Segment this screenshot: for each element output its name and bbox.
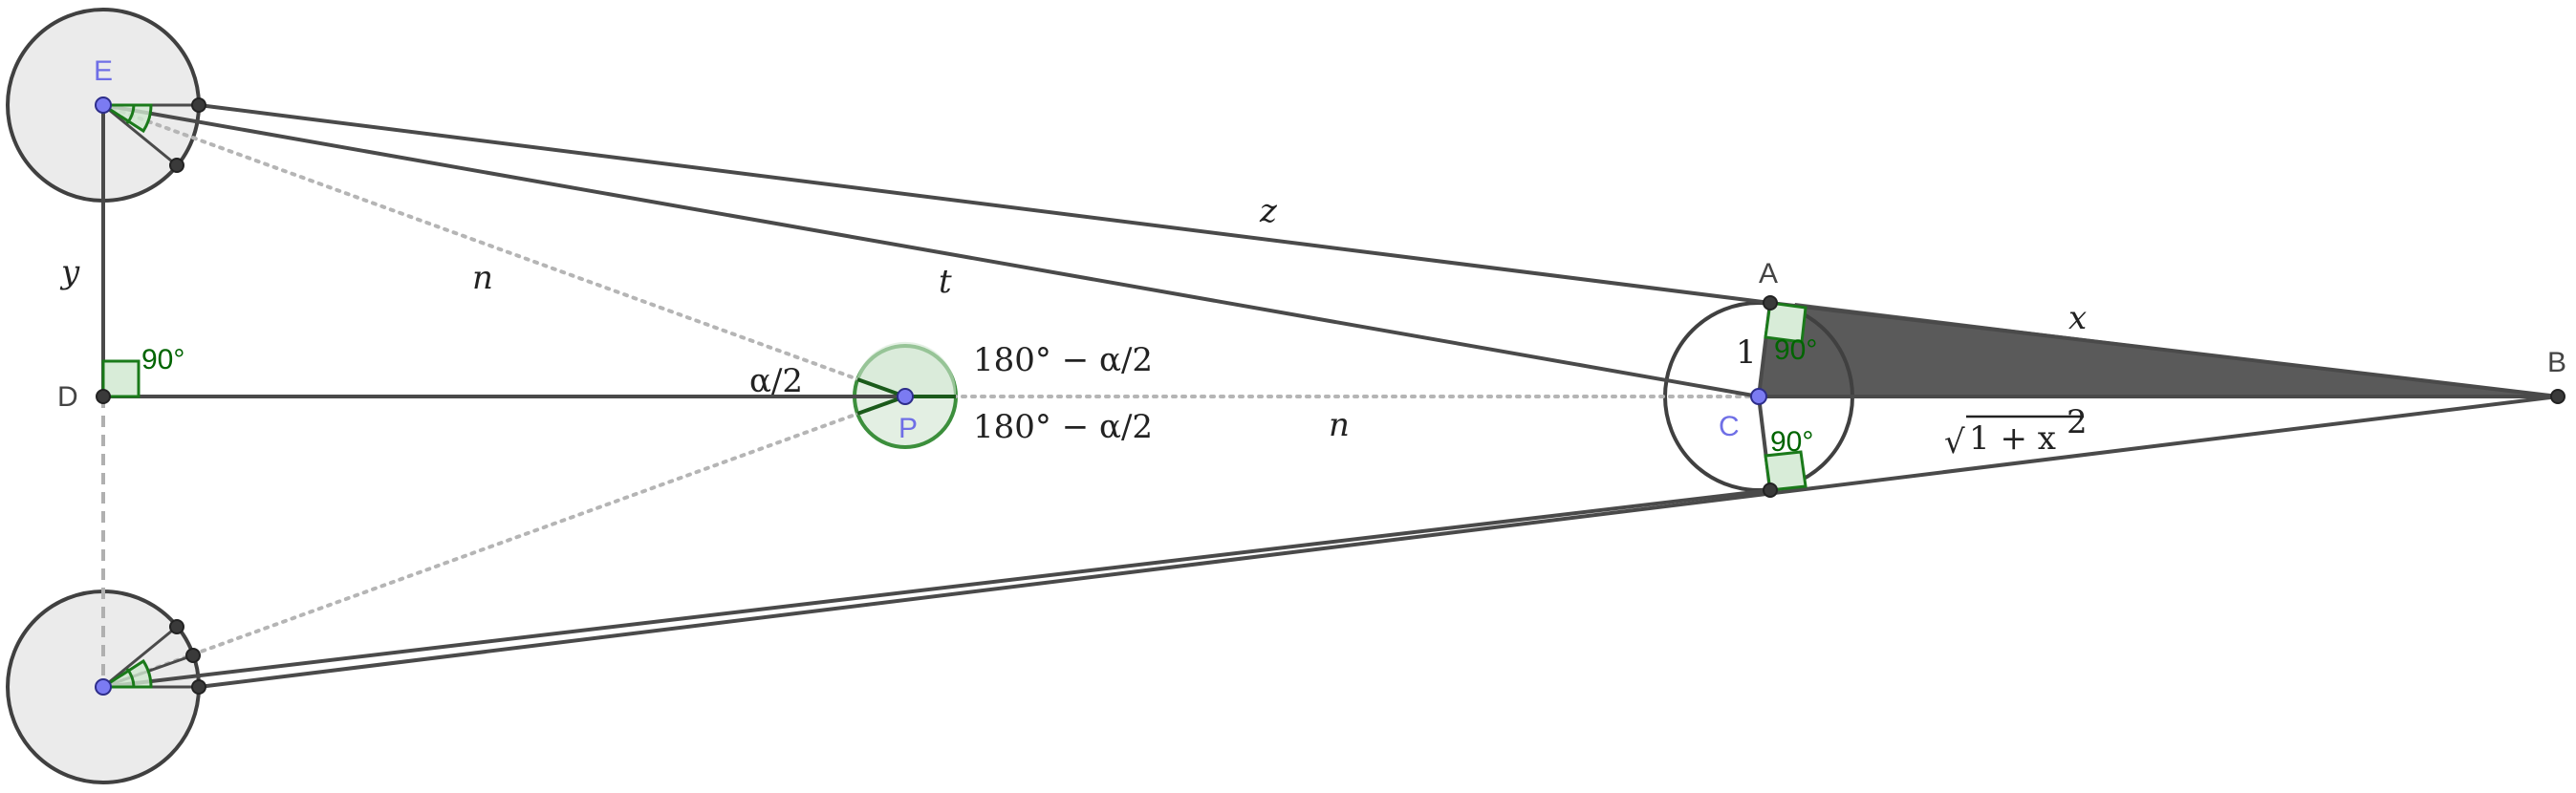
label-D: D xyxy=(57,381,78,413)
radius-L-upper xyxy=(102,625,178,689)
angle-mark-E xyxy=(97,103,153,134)
segment-n-upper xyxy=(101,103,907,398)
point-B xyxy=(2550,389,2565,404)
point-E-tangent xyxy=(191,97,206,113)
right-angle-A xyxy=(1764,301,1808,344)
point-E xyxy=(95,96,112,114)
sqrt-body: 1 + x xyxy=(1969,419,2056,458)
point-E-lower xyxy=(169,158,184,173)
right-angle-D xyxy=(101,359,141,398)
point-L-right xyxy=(191,679,206,695)
point-C xyxy=(1750,388,1767,405)
angle-label-upper-supp: 180° − α/2 xyxy=(973,341,1153,379)
angle-label-A: 90° xyxy=(1774,334,1817,366)
angle-mark-lower-inner xyxy=(125,668,136,688)
sqrt-radical: √ xyxy=(1944,423,1965,461)
segment-z xyxy=(198,103,1771,305)
label-n-lower: n xyxy=(1329,406,1350,444)
sqrt-exponent: 2 xyxy=(2067,403,2088,441)
point-P xyxy=(897,388,914,405)
angle-label-lower-supp: 180° − α/2 xyxy=(973,408,1153,446)
point-A xyxy=(1763,295,1778,311)
angle-label-half-alpha: α/2 xyxy=(749,362,803,400)
point-L-upper xyxy=(169,619,184,634)
label-y: y xyxy=(59,253,80,291)
label-n-upper: n xyxy=(472,259,493,297)
label-C: C xyxy=(1719,411,1740,442)
segment-lower-tangent xyxy=(102,488,1771,689)
label-one: 1 xyxy=(1736,333,1757,372)
label-sqrt-expression: √ 1 + x 2 xyxy=(1944,403,2088,461)
angle-mark-lower xyxy=(97,658,153,689)
angle-mark-E-inner xyxy=(125,104,136,124)
label-z: z xyxy=(1259,192,1278,230)
point-C-lower xyxy=(1763,482,1778,498)
label-P: P xyxy=(898,413,918,444)
label-B: B xyxy=(2547,347,2566,378)
label-x: x xyxy=(2068,299,2087,337)
right-angle-C xyxy=(1764,450,1808,492)
segment-n-lower xyxy=(101,395,907,689)
segment-x xyxy=(1769,301,2559,398)
point-L-mid xyxy=(185,648,201,663)
point-D xyxy=(96,389,111,404)
label-E: E xyxy=(94,55,113,87)
label-A: A xyxy=(1759,258,1778,289)
segment-sqrt xyxy=(198,395,2559,689)
radius-E-lower xyxy=(102,103,178,167)
point-lower xyxy=(95,678,112,696)
angle-label-D: 90° xyxy=(141,344,184,375)
angle-label-C: 90° xyxy=(1770,426,1813,458)
label-t: t xyxy=(939,263,952,301)
angle-mark-P xyxy=(856,341,957,396)
segment-t xyxy=(102,103,1760,398)
